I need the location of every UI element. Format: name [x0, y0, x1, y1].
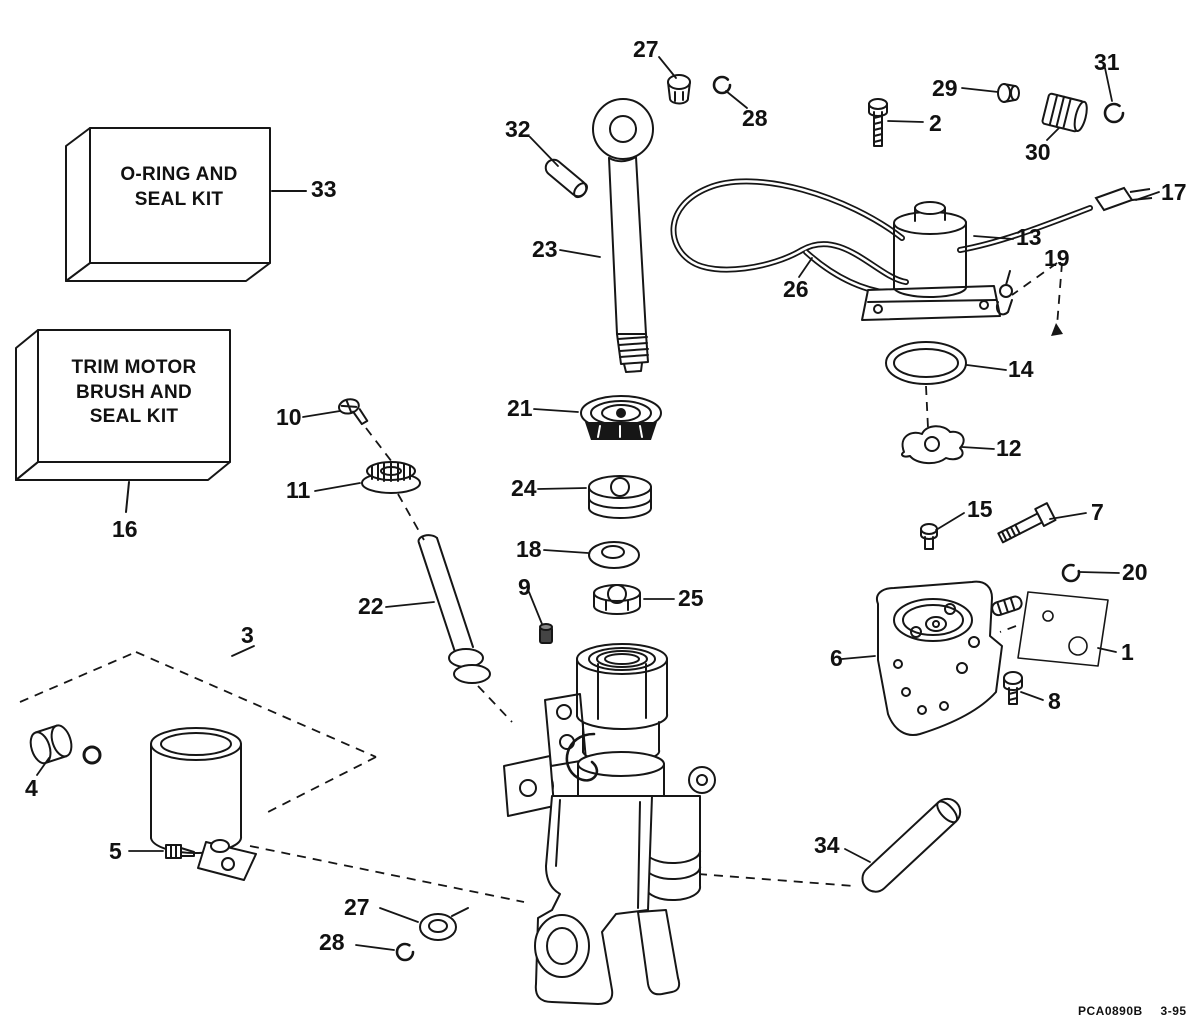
callout-14: 14	[1008, 356, 1034, 382]
callout-30: 30	[1025, 139, 1051, 165]
mount-bolt-7	[997, 502, 1057, 544]
bleed-screw-15	[920, 523, 938, 550]
pivot-pin-32	[544, 158, 588, 199]
callout-19: 19	[1044, 245, 1070, 271]
o-ring-20	[1061, 563, 1081, 583]
callout-11: 11	[286, 477, 311, 503]
kit-label-line: SEAL KIT	[134, 188, 224, 210]
callout-32: 32	[505, 116, 531, 142]
callout-3: 3	[241, 622, 254, 648]
motor-screw	[868, 98, 888, 147]
trim-motor-kit-label: TRIM MOTOR BRUSH AND SEAL KIT	[38, 356, 230, 430]
callout-10: 10	[276, 404, 302, 430]
pointer-cone	[1051, 323, 1063, 336]
callout-16: 16	[112, 516, 138, 542]
callout-1: 1	[1121, 639, 1134, 665]
kit-label-line: BRUSH AND	[76, 381, 192, 403]
callout-2: 2	[929, 110, 942, 136]
drawing-code-number: PCA0890B	[1078, 1004, 1143, 1018]
cap-27-top	[667, 74, 691, 105]
callout-34: 34	[814, 832, 840, 858]
assembly-dashed-lines	[19, 262, 1063, 903]
sleeve-4	[29, 724, 73, 765]
harness-connector	[1094, 186, 1153, 212]
tilt-rod	[592, 98, 654, 373]
callout-7: 7	[1091, 499, 1104, 525]
spacer-24	[588, 475, 652, 519]
reservoir-tube-22	[417, 534, 491, 684]
valve-cap-29	[997, 83, 1020, 103]
washer-18	[588, 541, 640, 569]
callout-18: 18	[516, 536, 542, 562]
callout-24: 24	[511, 475, 537, 501]
callout-33: 33	[311, 176, 337, 202]
ribbed-cap-11	[361, 461, 421, 494]
valve-body-30	[1041, 92, 1088, 133]
o-ring-28-top	[712, 75, 732, 95]
trim-motor-kit-box	[15, 329, 231, 513]
large-o-ring-14	[885, 341, 967, 385]
manifold-bracket-6	[876, 580, 1003, 736]
o-ring-28-bottom	[395, 942, 415, 962]
callout-15: 15	[967, 496, 993, 522]
callout-leader-lines	[36, 56, 1160, 951]
kit-label-line: TRIM MOTOR	[71, 357, 197, 378]
screw-8	[1003, 671, 1023, 705]
callout-13: 13	[1016, 224, 1042, 250]
anchor-pin-34	[861, 797, 962, 893]
callout-6: 6	[830, 645, 843, 671]
wedge-bracket-12	[901, 425, 965, 464]
screw-5	[165, 844, 195, 859]
callout-25: 25	[678, 585, 704, 611]
callout-29: 29	[932, 75, 958, 101]
plug-9	[539, 623, 553, 644]
seal-27-bottom	[419, 907, 469, 941]
callout-21: 21	[507, 395, 533, 421]
fill-screw-10	[337, 398, 369, 426]
kit-label-line: SEAL KIT	[89, 406, 179, 428]
gasket-plate-1	[1017, 591, 1109, 667]
callout-22: 22	[358, 593, 384, 619]
trim-motor	[861, 201, 1001, 321]
callout-31: 31	[1094, 49, 1120, 75]
pin-and-clip-19	[996, 270, 1013, 316]
reservoir-canister	[150, 727, 257, 881]
callout-27: 27	[633, 36, 659, 62]
oring-seal-kit-label: O-RING AND SEAL KIT	[88, 163, 270, 212]
callout-27: 27	[344, 894, 370, 920]
o-ring-31	[1103, 102, 1125, 124]
callout-12: 12	[996, 435, 1022, 461]
callout-23: 23	[532, 236, 558, 262]
oring-seal-kit-box	[65, 127, 307, 282]
o-ring-4b	[82, 745, 102, 765]
drawing-code-date: 3-95	[1160, 1004, 1187, 1018]
kit-label-line: O-RING AND	[120, 164, 238, 185]
callout-9: 9	[518, 574, 531, 600]
hydraulic-cylinder-body	[503, 643, 716, 1005]
piston-seal-21	[580, 395, 662, 440]
callout-4: 4	[25, 775, 38, 801]
callout-8: 8	[1048, 688, 1061, 714]
callout-20: 20	[1122, 559, 1148, 585]
callout-28: 28	[319, 929, 345, 955]
callout-5: 5	[109, 838, 122, 864]
callout-28: 28	[742, 105, 768, 131]
callout-17: 17	[1161, 179, 1187, 205]
lock-nut-25	[593, 584, 641, 615]
callout-26: 26	[783, 276, 809, 302]
stud-pin	[991, 595, 1023, 617]
drawing-code: PCA0890B 3-95	[1078, 1004, 1187, 1018]
